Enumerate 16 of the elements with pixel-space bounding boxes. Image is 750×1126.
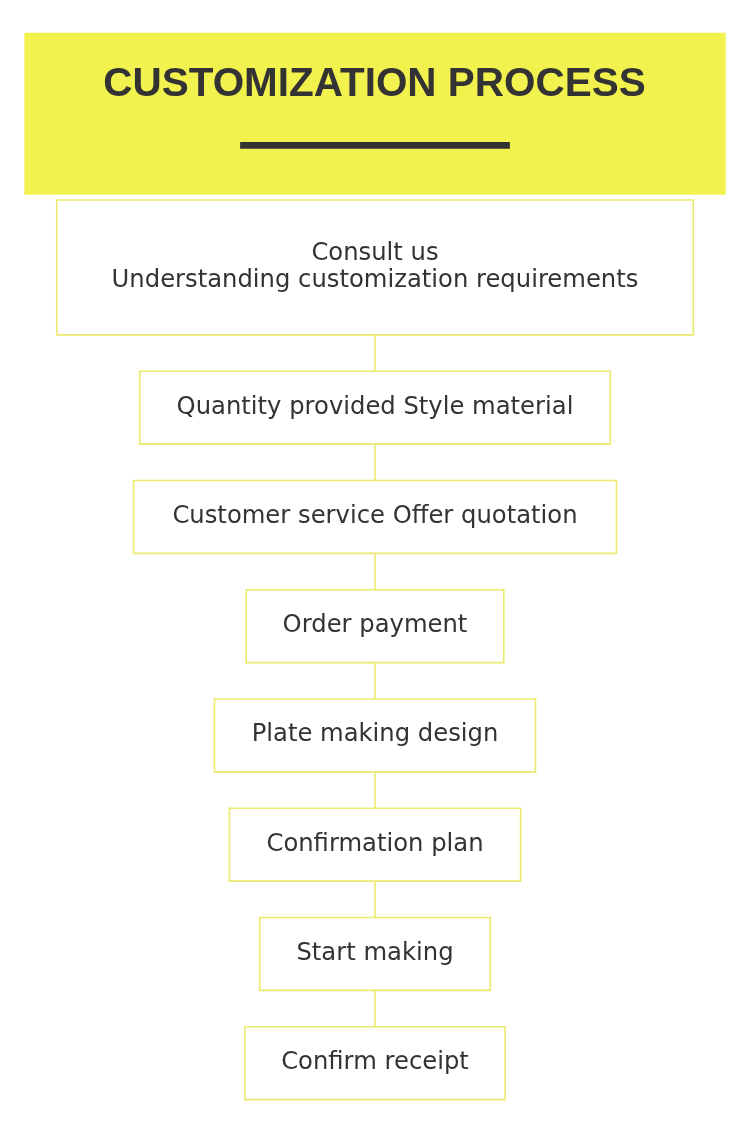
node-box: Confirm receipt bbox=[244, 1025, 506, 1100]
connector bbox=[374, 989, 376, 1027]
node-box: Quantity provided Style material bbox=[138, 370, 612, 445]
node-box: Consult us Understanding customization requirements bbox=[55, 198, 695, 336]
connector bbox=[374, 880, 376, 918]
node-box: Start making bbox=[258, 916, 492, 991]
diagram-title: CUSTOMIZATION PROCESS bbox=[103, 58, 646, 105]
connector bbox=[374, 552, 376, 590]
node-box: Order payment bbox=[245, 588, 505, 663]
node-box: Confirmation plan bbox=[228, 807, 522, 882]
node-box: Customer service Offer quotation bbox=[132, 479, 618, 554]
connector bbox=[374, 333, 376, 372]
connector bbox=[374, 771, 376, 809]
connector bbox=[374, 661, 376, 700]
connector bbox=[374, 443, 376, 481]
node-box: Plate making design bbox=[213, 697, 537, 773]
